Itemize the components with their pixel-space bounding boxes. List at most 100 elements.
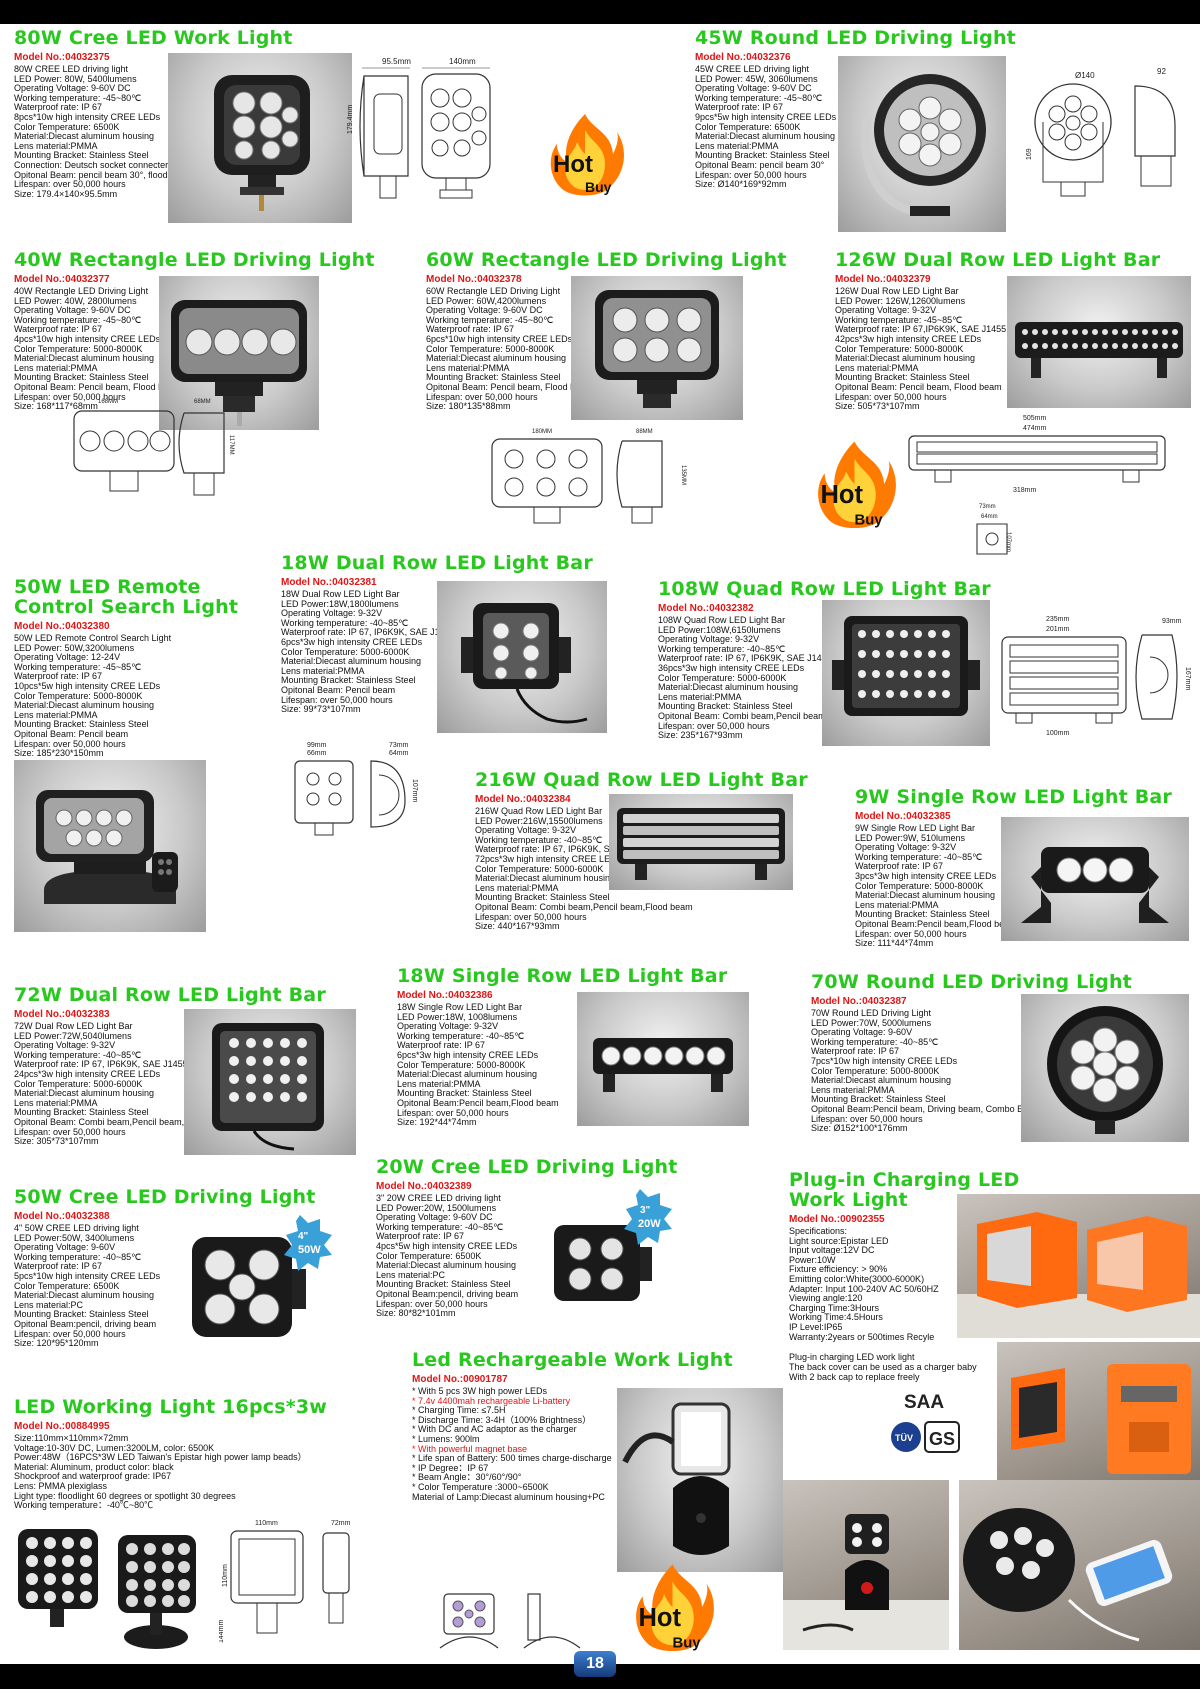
spec-line: Opitonal Beam:Pencil beam,Flood beam	[397, 1097, 559, 1108]
spec-line: Operating Voltage: 9-32V	[281, 608, 383, 619]
product-photo	[168, 53, 352, 223]
spec-line: Lifespan: over 50,000 hours	[281, 694, 393, 705]
spec-line: Working temperature：-40℃~80℃	[14, 1500, 154, 1511]
spec-line: 9W Single Row LED Light Bar	[855, 823, 976, 833]
product-photo	[184, 1009, 356, 1155]
spec-line: 50W LED Remote Control Search Light	[14, 633, 172, 643]
spec-line: Color Temperature: 6500K	[14, 121, 120, 132]
spec-line: Lifespan: over 50,000 hours	[397, 1107, 509, 1118]
spec-line: Color Temperature: 6500K	[14, 1280, 120, 1291]
model-number: Model No.:04032384	[475, 794, 571, 805]
product-50w-cree-driving-light: 50W Cree LED Driving Light Model No.:040…	[14, 1187, 374, 1357]
spec-line: Lens material:PMMA	[811, 1084, 895, 1095]
spec-line: Size: 168*117*68mm	[14, 401, 98, 412]
spec-line: Viewing angle:120	[789, 1293, 863, 1304]
spec-line: Lifespan: over 50,000 hours	[475, 911, 587, 922]
spec-line: Adapter: Input 100-240V AC 50/60HZ	[789, 1283, 939, 1294]
spec-line: LED Power:216W,15500lumens	[475, 815, 603, 826]
spec-line: Lens material:PC	[376, 1269, 446, 1280]
spec-line: Color Temperature: 5000-8000K	[835, 343, 964, 354]
technical-drawing: 235mm 201mm 93mm 100mm 167mm	[996, 613, 1196, 743]
spec-line: Opitonal Beam: Combi beam,Pencil beam,Fl…	[14, 1116, 232, 1127]
spec-line: Power:10W	[789, 1254, 836, 1265]
product-title-line2: Control Search Light	[14, 596, 239, 618]
spec-line: 8pcs*10w high intensity CREE LEDs	[14, 111, 161, 122]
dim-label: 140mm	[449, 57, 476, 66]
spec-line: Color Temperature: 5000-6000K	[281, 646, 410, 657]
spec-line: Material:Diecast aluminum housing	[695, 131, 836, 142]
spec-line: Lens material:PMMA	[14, 709, 98, 720]
spec-line: Mounting Bracket: Stainless Steel	[281, 675, 416, 686]
spec-line: Opitonal Beam:Pencil beam,Flood beam	[855, 918, 1017, 929]
model-number: Model No.:04032375	[14, 52, 110, 63]
description-line: With 2 back cap to replace freely	[789, 1372, 920, 1382]
dim-label: 135MM	[680, 465, 686, 485]
spec-line: Lens material:PMMA	[397, 1078, 481, 1089]
product-title: 50W LED Remote	[14, 576, 201, 598]
spec-line: Material:Diecast aluminum housing	[376, 1260, 517, 1271]
spec-line: Waterproof rate: IP 67	[14, 324, 103, 335]
size-badge-watt: 20W	[638, 1218, 661, 1230]
spec-line: Color Temperature: 5000-6000K	[658, 672, 787, 683]
spec-line: Lifespan: over 50,000 hours	[14, 738, 126, 749]
spec-line: Color Temperature: 6500K	[376, 1250, 482, 1261]
spec-line: Lens: PMMA plexiglass	[14, 1480, 108, 1491]
spec-line: Working temperature: -45~80℃	[14, 92, 142, 103]
spec-line: Lifespan: over 50,000 hours	[426, 391, 538, 402]
product-photo	[822, 600, 990, 746]
spec-line: 6pcs*3w high intensity CREE LEDs	[397, 1049, 539, 1060]
top-black-bar	[0, 0, 1200, 24]
technical-drawing: 168MM 68MM 117MM	[54, 395, 274, 510]
spec-line: LED Power:50W, 3400lumens	[14, 1232, 135, 1243]
spec-line: 4" 50W CREE LED driving light	[14, 1223, 139, 1233]
dim-label: 64mm	[389, 750, 409, 757]
spec-line: Operating Voltage: 9-32V	[14, 1040, 116, 1051]
spec-line: Waterproof rate: IP 67, IP6K9K, SAE J145…	[14, 1059, 188, 1070]
spec-line: 7pcs*10w high intensity CREE LEDs	[811, 1055, 958, 1066]
product-title: 50W Cree LED Driving Light	[14, 1186, 316, 1208]
spec-line: Material:Diecast aluminum housing	[835, 353, 976, 364]
spec-line: Color Temperature: 5000-6000K	[475, 863, 604, 874]
dim-label: 474mm	[1023, 425, 1047, 432]
spec-line: Material:Diecast aluminum housing	[14, 700, 155, 711]
product-18w-single-row-bar: 18W Single Row LED Light Bar Model No.:0…	[397, 966, 757, 1136]
spec-line: * Discharge Time: 3-4H（100% Brightness）	[412, 1414, 592, 1425]
buy-text: Buy	[673, 1635, 702, 1651]
spec-line: Opitonal Beam: Pencil beam, Flood beam	[835, 381, 1002, 392]
spec-line: 6pcs*3w high intensity CREE LEDs	[281, 636, 423, 647]
product-title: LED Working Light 16pcs*3w	[14, 1396, 328, 1418]
product-photo	[14, 1519, 214, 1659]
spec-line: Lens material:PMMA	[835, 362, 919, 373]
spec-line: Operating Voltage: 9-60V	[811, 1027, 913, 1038]
spec-line: LED Power:9W, 510lumens	[855, 832, 966, 843]
product-title: 18W Dual Row LED Light Bar	[281, 552, 593, 574]
model-number: Model No.:04032376	[695, 52, 791, 63]
spec-line: Mounting Bracket: Stainless Steel	[14, 1309, 149, 1320]
spec-line: 3" 20W CREE LED driving light	[376, 1193, 501, 1203]
model-number: Model No.:04032386	[397, 990, 493, 1001]
spec-line: Working temperature: -40~85℃	[397, 1030, 525, 1041]
model-number: Model No.:00884995	[14, 1421, 110, 1432]
spec-line: 108W Quad Row LED Light Bar	[658, 615, 786, 625]
model-number: Model No.:04032382	[658, 603, 754, 614]
spec-line: Opitonal Beam: pencil beam 30°, flood be…	[14, 169, 209, 180]
spec-line: Material:Diecast aluminum housing	[397, 1069, 538, 1080]
spec-line: Size: 235*167*93mm	[658, 730, 743, 741]
product-108w-quad-row-bar: 108W Quad Row LED Light Bar Model No.:04…	[658, 579, 1200, 749]
description-line: The back cover can be used as a charger …	[789, 1362, 977, 1372]
product-40w-rectangle-light: 40W Rectangle LED Driving Light Model No…	[14, 250, 404, 530]
model-number: Model No.:04032377	[14, 274, 110, 285]
spec-line: Working temperature: -40~85℃	[376, 1221, 504, 1232]
spec-line: Material:Diecast aluminum housing	[475, 873, 616, 884]
flame-icon: Hot Buy	[550, 114, 624, 196]
size-badge-inch: 3"	[640, 1205, 651, 1216]
spec-line: Waterproof rate: IP 67, IP6K9K, SAE J145…	[281, 627, 455, 638]
spec-line: Opitonal Beam:Pencil beam, Driving beam,…	[811, 1103, 1041, 1114]
spec-line: Working temperature: -40~85℃	[14, 1251, 142, 1262]
product-photo	[609, 794, 793, 890]
